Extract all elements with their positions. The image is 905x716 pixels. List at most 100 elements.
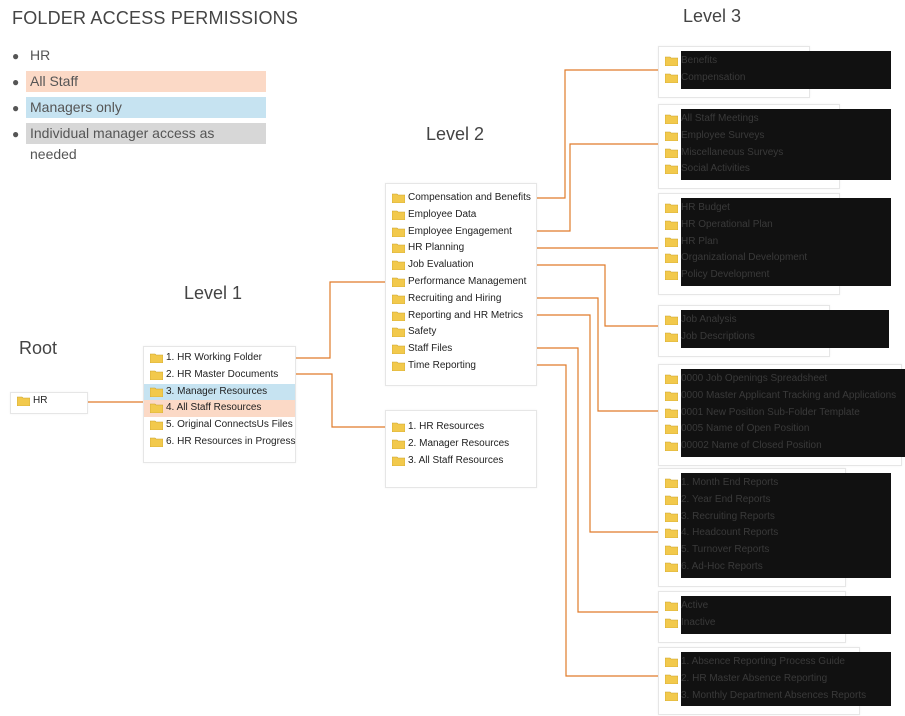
folder-row[interactable]: Benefits xyxy=(659,53,809,70)
folder-row[interactable]: HR xyxy=(11,393,87,410)
folder-row[interactable]: Organizational Development xyxy=(659,250,839,267)
folder-row[interactable]: Safety xyxy=(386,324,536,341)
legend-item-all-staff: ● All Staff xyxy=(10,71,270,93)
folder-row[interactable]: Job Evaluation xyxy=(386,257,536,274)
level2-master-box: 1. HR Resources 2. Manager Resources 3. … xyxy=(385,410,537,488)
folder-row[interactable]: Active xyxy=(659,598,845,615)
folder-icon xyxy=(665,203,678,213)
folder-row[interactable]: 2. HR Master Documents xyxy=(144,367,295,384)
folder-label: 1. Month End Reports xyxy=(681,477,779,488)
folder-row[interactable]: Policy Development xyxy=(659,267,839,284)
folder-label: 2. Year End Reports xyxy=(681,493,771,505)
folder-row[interactable]: 1. HR Working Folder xyxy=(144,350,295,367)
folder-row[interactable]: HR Operational Plan xyxy=(659,217,839,234)
folder-row[interactable]: 3. All Staff Resources xyxy=(386,453,536,470)
folder-row[interactable]: Inactive xyxy=(659,615,845,632)
folder-row[interactable]: 1. HR Resources xyxy=(386,419,536,436)
folder-row[interactable]: 1. Month End Reports xyxy=(659,475,845,492)
folder-label: Job Analysis xyxy=(681,314,737,325)
folder-label: Social Activities xyxy=(681,163,750,175)
folder-icon xyxy=(150,404,163,414)
folder-label: Staff Files xyxy=(408,343,453,355)
folder-row[interactable]: Time Reporting xyxy=(386,358,536,375)
redaction-overlay xyxy=(681,198,891,286)
folder-row[interactable]: 5. Original ConnectsUs Files xyxy=(144,417,295,434)
folder-label: All Staff Meetings xyxy=(681,113,759,124)
folder-row[interactable]: 0001 New Position Sub-Folder Template xyxy=(659,405,901,422)
folder-label: Recruiting and Hiring xyxy=(408,292,502,304)
folder-icon xyxy=(665,495,678,505)
folder-row[interactable]: Performance Management xyxy=(386,274,536,291)
folder-row[interactable]: 0005 Name of Open Position xyxy=(659,421,901,438)
folder-row[interactable]: HR Budget xyxy=(659,200,839,217)
folder-icon xyxy=(392,227,405,237)
folder-row[interactable]: 00002 Name of Closed Position xyxy=(659,438,901,455)
folder-label: 6. Ad-Hoc Reports xyxy=(681,560,763,572)
folder-icon xyxy=(392,311,405,321)
folder-icon xyxy=(665,56,678,66)
folder-row[interactable]: Recruiting and Hiring xyxy=(386,291,536,308)
folder-icon xyxy=(392,422,405,432)
folder-icon xyxy=(665,391,678,401)
folder-label: Miscellaneous Surveys xyxy=(681,146,784,158)
folder-label: 1. Absence Reporting Process Guide xyxy=(681,656,845,667)
folder-row[interactable]: Social Activities xyxy=(659,161,839,178)
folder-label: HR Planning xyxy=(408,242,465,254)
folder-label: Employee Surveys xyxy=(681,129,765,141)
folder-icon xyxy=(665,408,678,418)
folder-icon xyxy=(665,315,678,325)
folder-row[interactable]: Staff Files xyxy=(386,341,536,358)
level1-box: 1. HR Working Folder 2. HR Master Docume… xyxy=(143,346,296,463)
folder-row[interactable]: Miscellaneous Surveys xyxy=(659,145,839,162)
page-title: FOLDER ACCESS PERMISSIONS xyxy=(12,8,299,28)
folder-icon xyxy=(665,165,678,175)
folder-row[interactable]: 1. Absence Reporting Process Guide xyxy=(659,654,859,671)
folder-row[interactable]: 6. Ad-Hoc Reports xyxy=(659,559,845,576)
folder-row[interactable]: Employee Surveys xyxy=(659,128,839,145)
folder-icon xyxy=(150,370,163,380)
folder-row[interactable]: HR Planning xyxy=(386,240,536,257)
bullet-icon: ● xyxy=(12,49,20,63)
folder-label: 0005 Name of Open Position xyxy=(681,423,810,435)
folder-row[interactable]: 2. HR Master Absence Reporting xyxy=(659,671,859,688)
folder-label: HR Budget xyxy=(681,202,730,213)
folder-icon xyxy=(665,562,678,572)
folder-label: 0000 Master Applicant Tracking and Appli… xyxy=(681,389,897,401)
folder-row[interactable]: Compensation and Benefits xyxy=(386,190,536,207)
folder-row[interactable]: HR Plan xyxy=(659,234,839,251)
folder-row[interactable]: All Staff Meetings xyxy=(659,111,839,128)
folder-row[interactable]: 0000 Job Openings Spreadsheet xyxy=(659,371,901,388)
legend-label: Individual manager access as needed xyxy=(26,123,266,162)
folder-row[interactable]: 3. Recruiting Reports xyxy=(659,509,845,526)
folder-row[interactable]: 5. Turnover Reports xyxy=(659,542,845,559)
level-heading-root: Root xyxy=(19,338,58,358)
folder-icon xyxy=(665,332,678,342)
folder-row[interactable]: 3. Monthly Department Absences Reports xyxy=(659,688,866,705)
folder-row[interactable]: Compensation xyxy=(659,70,809,87)
folder-label: 4. All Staff Resources xyxy=(166,402,262,414)
folder-row[interactable]: Employee Engagement xyxy=(386,224,536,241)
folder-label: 6. HR Resources in Progress xyxy=(166,435,296,447)
level-heading-3: Level 3 xyxy=(683,6,742,26)
folder-icon xyxy=(665,691,678,701)
folder-row-all-staff[interactable]: 4. All Staff Resources xyxy=(144,400,295,418)
folder-row[interactable]: Job Analysis xyxy=(659,312,829,329)
folder-row[interactable]: 4. Headcount Reports xyxy=(659,525,845,542)
folder-row[interactable]: 2. Year End Reports xyxy=(659,492,845,509)
folder-row[interactable]: Job Descriptions xyxy=(659,329,829,346)
folder-row[interactable]: 2. Manager Resources xyxy=(386,436,536,453)
redaction-overlay xyxy=(681,473,891,578)
folder-label: 3. Recruiting Reports xyxy=(681,510,775,522)
folder-icon xyxy=(665,270,678,281)
folder-row[interactable]: Reporting and HR Metrics xyxy=(386,308,536,325)
folder-row[interactable]: Employee Data xyxy=(386,207,536,224)
redaction-overlay xyxy=(681,109,891,181)
folder-icon xyxy=(665,114,678,124)
folder-row-managers[interactable]: 3. Manager Resources xyxy=(144,383,295,401)
folder-label: HR Plan xyxy=(681,235,719,247)
folder-row[interactable]: 6. HR Resources in Progress xyxy=(144,434,296,451)
folder-row[interactable]: 0000 Master Applicant Tracking and Appli… xyxy=(659,388,901,405)
